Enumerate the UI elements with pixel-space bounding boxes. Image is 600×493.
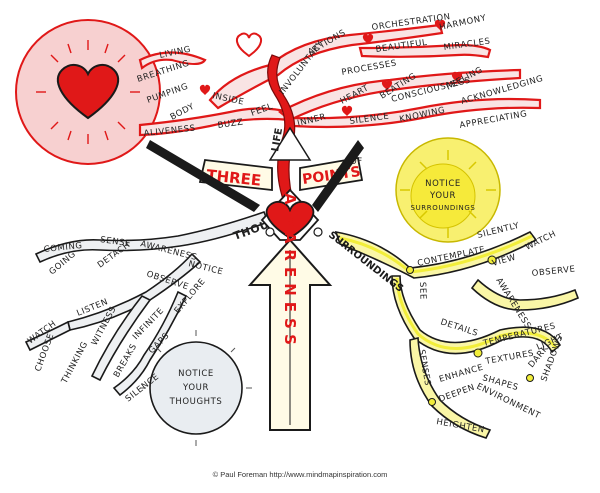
hub-node-left <box>265 227 275 237</box>
bubble-notice: NOTICE <box>425 179 461 189</box>
life-big-heart-icon <box>57 63 119 120</box>
heart-icon <box>362 33 374 44</box>
surroundings-nodes <box>406 255 534 406</box>
awareness-word: AWARENESS <box>281 193 299 351</box>
bubble-your: YOUR <box>429 191 456 201</box>
bubble-your-t: YOUR <box>182 383 209 393</box>
word-sense: SENSE <box>100 235 132 249</box>
surroundings-sun-rays <box>400 150 496 238</box>
hub-node-right <box>313 227 323 237</box>
word-notice: NOTICE <box>187 259 224 277</box>
arrow-upper-right <box>312 140 364 212</box>
bubble-notice-t: NOTICE <box>178 369 214 379</box>
life-small-hearts <box>199 19 463 116</box>
thoughts-bubble <box>149 341 243 435</box>
heart-icon <box>199 84 211 95</box>
life-triangle <box>268 126 312 161</box>
awareness-letters: AWARENESS <box>281 193 299 351</box>
heart-icon <box>381 79 393 90</box>
credit-line: © Paul Foreman http://www.mindmapinspira… <box>212 470 388 479</box>
life-sun-rays <box>36 40 140 144</box>
thoughts-bubble-rays <box>140 330 252 446</box>
word-observe: OBSERVE <box>531 264 576 279</box>
word-deepen: DEEPEN <box>438 383 477 405</box>
word-processes: PROCESSES <box>341 58 398 78</box>
life-branches <box>138 23 542 137</box>
surroundings-bubble-text: NOTICE YOUR SURROUNDINGS <box>411 179 476 212</box>
surroundings-yellow-highlight <box>339 234 558 350</box>
word-details: DETAILS <box>439 317 479 339</box>
arrow-upper-left <box>146 140 260 212</box>
word-coming: COMING <box>43 241 83 255</box>
word-buzz: BUZZ <box>217 117 244 131</box>
heart-icon <box>434 19 446 30</box>
thoughts-branches <box>24 210 270 397</box>
label-life: LIFE <box>270 127 285 152</box>
thoughts-bubble-text: NOTICE YOUR THOUGHTS <box>169 369 223 407</box>
word-appreciating: APPRECIATING <box>459 109 528 131</box>
bubble-thoughts: THOUGHTS <box>169 397 223 407</box>
word-enhance: ENHANCE <box>438 363 485 385</box>
heart-icon <box>451 71 463 82</box>
word-thinking: THINKING <box>59 340 90 386</box>
title-of: OF <box>350 157 363 167</box>
thoughts-region: THOUGHTS COMING GOING SENSE DETACH AWARE… <box>24 205 305 446</box>
center-heart-icon <box>265 200 315 240</box>
surroundings-region: CONTEMPLATE SILENTLY WATCH VIEW OBSERVE … <box>334 137 580 439</box>
bubble-surroundings: SURROUNDINGS <box>411 204 476 212</box>
life-top-heart-icon <box>235 32 263 58</box>
word-see: SEE <box>417 282 428 300</box>
heart-icon <box>341 105 353 116</box>
